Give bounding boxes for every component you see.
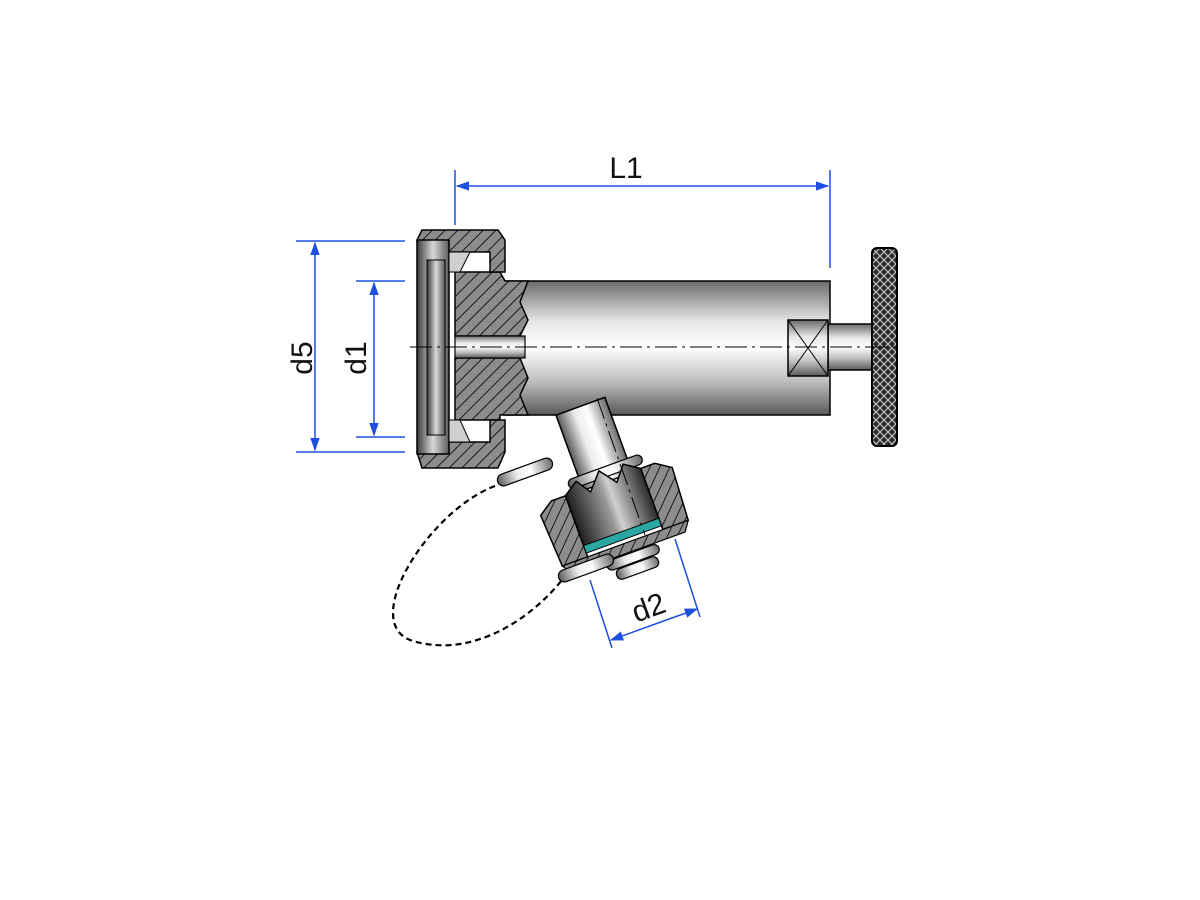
label-d5: d5 — [286, 341, 319, 374]
dimension-d5: d5 — [286, 240, 405, 453]
center-lines — [410, 346, 900, 536]
retaining-chain — [391, 484, 563, 647]
spindle — [787, 319, 877, 377]
valve-body — [504, 280, 831, 416]
label-d1: d1 — [340, 341, 373, 374]
label-d2: d2 — [627, 587, 670, 629]
dimension-l1: L1 — [454, 152, 831, 268]
sectioned-insert — [454, 271, 530, 421]
label-l1: L1 — [609, 152, 642, 185]
dimension-d1: d1 — [340, 280, 405, 438]
chain-clips — [496, 457, 615, 583]
